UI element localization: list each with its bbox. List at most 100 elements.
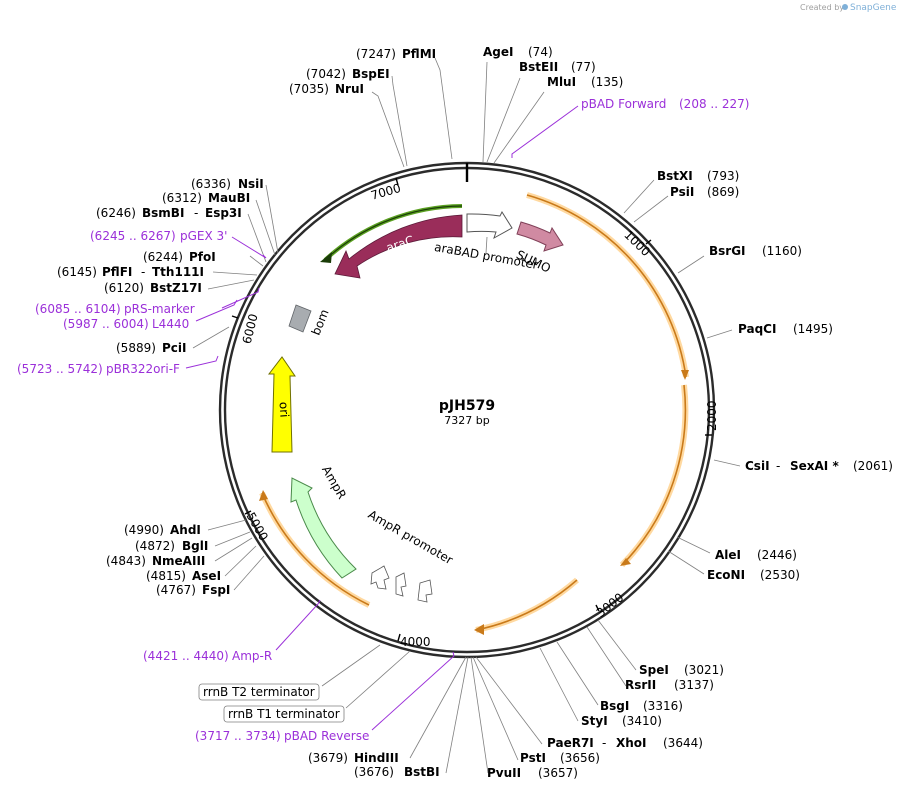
enzyme-pos: (3410) <box>622 714 662 728</box>
enzyme-name-2: Tth111I <box>152 265 204 279</box>
enzyme-pos: (6336) <box>191 177 231 191</box>
enzyme-name: PstI <box>520 751 546 765</box>
orf-arc-3 <box>475 579 578 631</box>
ampr-promoter-feature <box>370 565 433 603</box>
tick-label-5000: 5000 <box>243 510 270 543</box>
snapgene-logo-icon <box>842 4 848 10</box>
credit-brand: SnapGene <box>850 3 897 13</box>
enzyme-name: PvuII <box>487 766 521 780</box>
enzyme-pos: (4990) <box>124 523 164 537</box>
enzyme-name: StyI <box>581 714 608 728</box>
primer-name: pBAD Forward <box>581 97 666 111</box>
enzyme-name: PflFI <box>102 265 132 279</box>
ori-feature <box>267 356 296 453</box>
enzyme-name: PsiI <box>670 185 694 199</box>
primer-range: (5987 .. 6004) <box>63 317 149 331</box>
orf-arc-1 <box>526 194 687 378</box>
enzyme-name: MluI <box>547 75 576 89</box>
enzyme-name: PfoI <box>189 250 216 264</box>
enzyme-name: HindIII <box>354 751 399 765</box>
terminator-t2-label: rrnB T2 terminator <box>203 685 315 699</box>
enzyme-sep: - <box>602 736 606 750</box>
enzyme-name: PflMI <box>402 47 436 61</box>
bom-label: bom <box>309 307 332 337</box>
bom-feature <box>288 304 312 333</box>
enzyme-sep: - <box>194 206 198 220</box>
enzyme-name: PaeR7I <box>547 736 594 750</box>
primer-name: pGEX 3' <box>180 229 227 243</box>
ampr-promoter-label: AmpR promoter <box>366 507 456 567</box>
enzyme-pos: (1495) <box>793 322 833 336</box>
enzyme-pos: (6120) <box>104 281 144 295</box>
enzyme-pos: (77) <box>571 60 596 74</box>
enzyme-name: BstEII <box>519 60 558 74</box>
tick-label-2000: 2000 <box>705 400 719 431</box>
enzyme-name-2: Esp3I <box>205 206 242 220</box>
enzyme-name: PaqCI <box>738 322 776 336</box>
enzyme-name: RsrII <box>625 678 656 692</box>
enzyme-sep: - <box>776 459 780 473</box>
enzyme-name: NruI <box>335 82 364 96</box>
enzyme-pos: (3021) <box>684 663 724 677</box>
enzyme-pos: (4767) <box>156 583 196 597</box>
enzyme-name-2: XhoI <box>616 736 647 750</box>
terminator-t1: rrnB T1 terminator <box>223 705 345 723</box>
primer-name: pBAD Reverse <box>284 729 369 743</box>
enzyme-pos: (135) <box>591 75 623 89</box>
backbone <box>218 161 716 659</box>
enzyme-pos: (7247) <box>356 47 396 61</box>
primer-name: Amp-R <box>232 649 272 663</box>
primer-range: (3717 .. 3734) <box>195 729 281 743</box>
primer-name: pRS-marker <box>124 302 195 316</box>
orf-arcs <box>259 192 689 635</box>
enzyme-name: AleI <box>715 548 741 562</box>
credit-text: Created by <box>800 3 844 12</box>
enzyme-pos: (74) <box>528 45 553 59</box>
enzyme-pos: (6145) <box>57 265 97 279</box>
enzyme-pos: (5889) <box>116 341 156 355</box>
enzyme-pos: (6246) <box>96 206 136 220</box>
sumo-feature <box>516 221 564 252</box>
enzyme-pos: (4815) <box>146 569 186 583</box>
arac-feature <box>334 214 463 279</box>
primer-range: (6085 .. 6104) <box>35 302 121 316</box>
enzyme-name: BsmBI <box>142 206 184 220</box>
ampr-label: AmpR <box>319 463 349 501</box>
enzyme-pos: (3657) <box>538 766 578 780</box>
ampr-feature <box>290 477 357 579</box>
primer-leaders <box>185 105 579 731</box>
enzyme-name: BglI <box>182 539 208 553</box>
arabad-promoter-feature <box>466 210 513 240</box>
enzyme-pos: (3676) <box>354 765 394 779</box>
tick-label-4000: 4000 <box>400 635 431 649</box>
primer-range: (4421 .. 4440) <box>143 649 229 663</box>
enzyme-name: NmeAIII <box>152 554 205 568</box>
tick-label-7000: 7000 <box>369 181 402 203</box>
enzyme-name-2: SexAI * <box>790 459 839 473</box>
enzyme-pos: (7035) <box>289 82 329 96</box>
arac-orf-arrowhead <box>320 252 332 263</box>
enzyme-pos: (3316) <box>643 699 683 713</box>
enzyme-sep: - <box>141 265 145 279</box>
terminator-t2: rrnB T2 terminator <box>198 683 320 701</box>
enzyme-pos: (2061) <box>853 459 893 473</box>
enzyme-pos: (869) <box>707 185 739 199</box>
primer-range: (6245 .. 6267) <box>90 229 176 243</box>
primer-range: (208 .. 227) <box>679 97 749 111</box>
plasmid-name: pJH579 <box>439 398 495 414</box>
primer-labels: pBAD Forward (208 .. 227) (6245 .. 6267)… <box>17 97 749 743</box>
enzyme-pos: (3137) <box>674 678 714 692</box>
terminator-t1-label: rrnB T1 terminator <box>228 707 340 721</box>
enzyme-name: BsgI <box>600 699 629 713</box>
primer-name: pBR322ori-F <box>106 362 180 376</box>
enzyme-pos: (793) <box>707 169 739 183</box>
enzyme-name: BstBI <box>404 765 440 779</box>
enzyme-name: SpeI <box>639 663 669 677</box>
enzyme-name: PciI <box>162 341 187 355</box>
enzyme-pos: (3644) <box>663 736 703 750</box>
enzyme-pos: (4843) <box>106 554 146 568</box>
enzyme-name: NsiI <box>238 177 264 191</box>
enzyme-name: BspEI <box>352 67 390 81</box>
enzyme-pos: (2530) <box>760 568 800 582</box>
